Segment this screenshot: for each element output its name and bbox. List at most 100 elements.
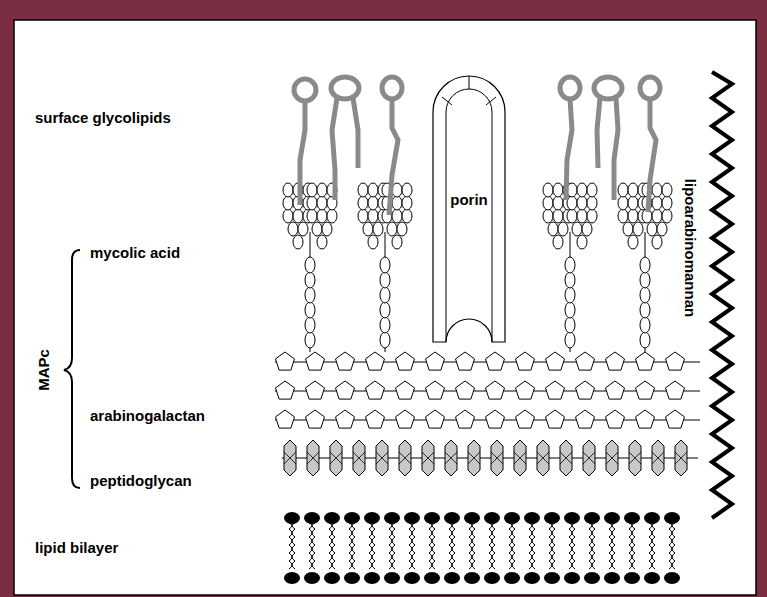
mycolic-unit <box>402 183 412 197</box>
glycolipid-head <box>331 77 359 99</box>
layer-label: surface glycolipids <box>35 109 171 127</box>
mycolic-unit <box>293 209 303 223</box>
arabinogalactan-sugar <box>366 410 385 428</box>
mycolic-unit <box>543 196 553 210</box>
mycolic-unit <box>312 222 322 236</box>
mycolic-unit <box>548 222 558 236</box>
arabinogalactan-sugar <box>336 410 355 428</box>
mycolic-unit <box>640 302 650 318</box>
mycolic-unit <box>380 257 390 273</box>
mycolic-unit <box>577 196 587 210</box>
lipid-tail <box>492 523 495 569</box>
mycolic-unit <box>358 196 368 210</box>
mycolic-unit <box>618 196 628 210</box>
lipid-tail <box>452 523 455 569</box>
mycolic-unit <box>392 209 402 223</box>
mycolic-unit <box>380 317 390 333</box>
mycolic-unit <box>305 287 315 303</box>
peptidoglycan-unit <box>606 440 618 476</box>
mycolic-unit <box>565 332 575 348</box>
mycolic-unit <box>618 183 628 197</box>
mycolic-unit <box>565 302 575 318</box>
mycolic-unit <box>380 272 390 288</box>
mycolic-unit <box>392 196 402 210</box>
glycolipid-tail <box>597 98 618 200</box>
mycolic-unit <box>305 257 315 273</box>
lipid-head <box>524 512 540 524</box>
peptidoglycan-mark <box>537 452 549 464</box>
lipid-tail <box>512 523 515 569</box>
peptidoglycan-unit <box>652 440 664 476</box>
arabinogalactan-sugar <box>636 352 655 370</box>
mycolic-unit <box>628 235 638 249</box>
lipid-head <box>604 512 620 524</box>
mycolic-unit <box>623 222 633 236</box>
lipid-head <box>444 572 460 584</box>
arabinogalactan-sugar <box>456 381 475 399</box>
lipid-head <box>644 572 660 584</box>
mycolic-unit <box>380 287 390 303</box>
lipid-head <box>664 512 680 524</box>
lipid-head <box>584 512 600 524</box>
arabinogalactan-sugar <box>546 410 565 428</box>
node-label: porin <box>450 191 488 209</box>
arabinogalactan-sugar <box>486 410 505 428</box>
mycolic-unit <box>587 196 597 210</box>
mycolic-unit <box>305 317 315 333</box>
mycolic-unit <box>307 209 317 223</box>
arabinogalactan-sugar <box>426 410 445 428</box>
lipid-head <box>404 512 420 524</box>
peptidoglycan-unit <box>307 440 319 476</box>
arabinogalactan-sugar <box>456 410 475 428</box>
mycolic-unit <box>305 272 315 288</box>
lipid-head <box>584 572 600 584</box>
arabinogalactan-sugar <box>396 410 415 428</box>
arabinogalactan-sugar <box>606 410 625 428</box>
arabinogalactan-sugar <box>576 410 595 428</box>
lipid-tail <box>632 523 635 569</box>
lipid-tail <box>312 523 315 569</box>
mycolic-unit <box>317 235 327 249</box>
mycolic-unit <box>628 196 638 210</box>
peptidoglycan-mark <box>422 452 434 464</box>
lipid-head <box>384 572 400 584</box>
mycolic-unit <box>392 235 402 249</box>
mycolic-unit <box>587 209 597 223</box>
mycolic-unit <box>657 222 667 236</box>
mycolic-unit <box>327 209 337 223</box>
lipid-head <box>484 512 500 524</box>
glycolipid-head <box>294 79 316 101</box>
lipid-tail <box>669 523 672 569</box>
arabinogalactan-sugar <box>366 352 385 370</box>
lipid-head <box>424 572 440 584</box>
lipid-tail <box>509 523 512 569</box>
mycolic-unit <box>652 183 662 197</box>
peptidoglycan-unit <box>629 440 641 476</box>
lipid-tail <box>469 523 472 569</box>
mycolic-unit <box>565 317 575 333</box>
lipid-head <box>504 572 520 584</box>
lipid-tail <box>372 523 375 569</box>
lipid-tail <box>592 523 595 569</box>
lipid-tail <box>369 523 372 569</box>
mycolic-unit <box>307 196 317 210</box>
lipid-tail <box>489 523 492 569</box>
mycolic-unit <box>587 183 597 197</box>
mycolic-unit <box>368 196 378 210</box>
mycolic-unit <box>553 235 563 249</box>
lipid-head <box>284 512 300 524</box>
mycolic-unit <box>662 183 672 197</box>
arabinogalactan-sugar <box>426 381 445 399</box>
lipid-tail <box>412 523 415 569</box>
arabinogalactan-sugar <box>516 381 535 399</box>
lipid-tail <box>672 523 675 569</box>
lipid-head <box>304 572 320 584</box>
mycolic-unit <box>368 183 378 197</box>
arabinogalactan-sugar <box>336 381 355 399</box>
peptidoglycan-mark <box>491 452 503 464</box>
lipid-head <box>504 512 520 524</box>
lipoarabinomannan-chain <box>712 72 732 518</box>
